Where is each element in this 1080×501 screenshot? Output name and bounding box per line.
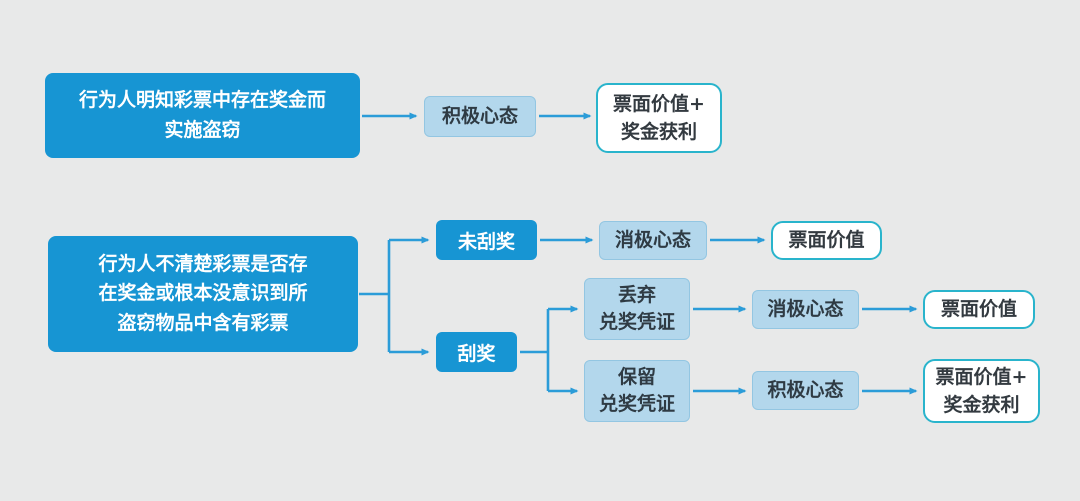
node-outcome-face-plus-prize-keep: 票面价值+ 奖金获利 <box>923 359 1040 423</box>
node-known-prize-source: 行为人明知彩票中存在奖金而 实施盗窃 <box>45 73 360 158</box>
node-positive-mindset-keep: 积极心态 <box>752 371 859 410</box>
node-outcome-face-value-unscratched: 票面价值 <box>771 221 882 260</box>
node-unscratched: 未刮奖 <box>436 220 537 260</box>
node-positive-mindset-top: 积极心态 <box>424 96 536 137</box>
node-unknown-prize-source: 行为人不清楚彩票是否存 在奖金或根本没意识到所 盗窃物品中含有彩票 <box>48 236 358 352</box>
node-discard-voucher: 丢弃 兑奖凭证 <box>584 278 690 340</box>
node-negative-mindset-discard: 消极心态 <box>752 290 859 329</box>
node-outcome-face-plus-prize-top: 票面价值+ 奖金获利 <box>596 83 722 153</box>
node-keep-voucher: 保留 兑奖凭证 <box>584 360 690 422</box>
node-scratched: 刮奖 <box>436 332 517 372</box>
node-negative-mindset-unscratched: 消极心态 <box>599 221 707 260</box>
node-outcome-face-value-discard: 票面价值 <box>923 290 1035 329</box>
